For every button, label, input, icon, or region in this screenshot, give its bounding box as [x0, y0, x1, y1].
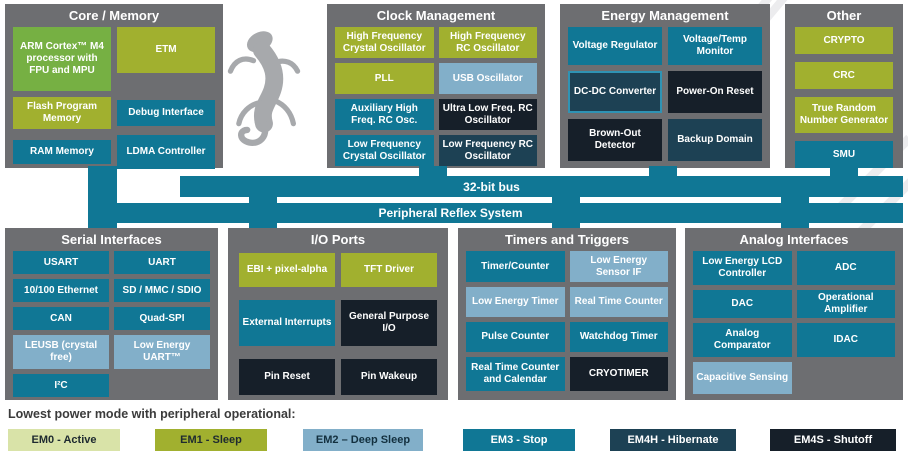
block-capacitive-sensing: Capacitive Sensing: [693, 362, 792, 394]
block-ultra-low-freq-rc-osc: Ultra Low Freq. RC Oscillator: [438, 99, 537, 130]
block-dac: DAC: [693, 290, 792, 318]
block-timer-counter: Timer/Counter: [466, 251, 565, 282]
legend-item-em0: EM0 - Active: [8, 429, 120, 451]
group-title-clock-management: Clock Management: [376, 8, 496, 23]
block-idac: IDAC: [796, 323, 895, 357]
block-ldma-controller: LDMA Controller: [117, 135, 215, 169]
block-gpio: General Purpose I/O: [341, 300, 437, 346]
block-crypto: CRYPTO: [795, 27, 893, 54]
group-title-analog-interfaces: Analog Interfaces: [739, 232, 849, 247]
block-trng: True Random Number Generator: [795, 97, 893, 133]
group-title-energy-management: Energy Management: [601, 8, 729, 23]
block-debug-interface: Debug Interface: [117, 100, 215, 126]
block-low-energy-timer: Low Energy Timer: [466, 287, 565, 317]
block-i2c: I²C: [13, 374, 109, 397]
group-io-ports: I/O Ports EBI + pixel-alpha TFT Driver E…: [228, 228, 448, 400]
bus-peripheral-reflex-system: Peripheral Reflex System: [88, 203, 903, 223]
block-pin-reset: Pin Reset: [239, 359, 335, 395]
block-ram-memory: RAM Memory: [13, 140, 111, 164]
block-pll: PLL: [335, 63, 434, 94]
block-pulse-counter: Pulse Counter: [466, 322, 565, 352]
block-hf-crystal-osc: High Frequency Crystal Oscillator: [335, 27, 434, 58]
block-pin-wakeup: Pin Wakeup: [341, 359, 437, 395]
block-aux-hf-rc-osc: Auxiliary High Freq. RC Osc.: [335, 99, 434, 130]
legend-item-em2: EM2 – Deep Sleep: [303, 429, 423, 451]
serial-interfaces-grid: USART UART 10/100 Ethernet SD / MMC / SD…: [5, 251, 218, 397]
block-quad-spi: Quad-SPI: [114, 307, 210, 330]
watermark-stripe: [853, 161, 908, 239]
block-backup-domain: Backup Domain: [668, 119, 762, 161]
block-hf-rc-osc: High Frequency RC Oscillator: [438, 27, 537, 58]
block-uart: UART: [114, 251, 210, 274]
bus-connector-clock: [419, 166, 447, 178]
legend-title: Lowest power mode with peripheral operat…: [8, 407, 296, 421]
energy-management-grid: Voltage Regulator Voltage/Temp Monitor D…: [560, 27, 770, 161]
legend-item-em3: EM3 - Stop: [463, 429, 575, 451]
group-title-other: Other: [826, 8, 862, 23]
block-opamp: Operational Amplifier: [796, 290, 895, 318]
block-brown-out-detector: Brown-Out Detector: [568, 119, 662, 161]
block-ebi-pixel-alpha: EBI + pixel-alpha: [239, 253, 335, 287]
block-power-on-reset: Power-On Reset: [668, 71, 762, 113]
block-rtc-calendar: Real Time Counter and Calendar: [466, 357, 565, 391]
clock-management-grid: High Frequency Crystal Oscillator High F…: [327, 27, 545, 166]
group-title-core-memory: Core / Memory: [68, 8, 160, 23]
block-low-energy-uart: Low Energy UART™: [114, 335, 210, 369]
block-smu: SMU: [795, 141, 893, 168]
block-ethernet: 10/100 Ethernet: [13, 279, 109, 302]
group-serial-interfaces: Serial Interfaces USART UART 10/100 Ethe…: [5, 228, 218, 400]
group-timers-triggers: Timers and Triggers Timer/Counter Low En…: [458, 228, 676, 400]
block-arm-cortex-m4: ARM Cortex™ M4 processor with FPU and MP…: [13, 27, 111, 91]
gecko-icon: [227, 31, 301, 146]
group-other: Other CRYPTO CRC True Random Number Gene…: [785, 4, 903, 168]
block-voltage-temp-monitor: Voltage/Temp Monitor: [668, 27, 762, 65]
block-sd-mmc-sdio: SD / MMC / SDIO: [114, 279, 210, 302]
group-energy-management: Energy Management Voltage Regulator Volt…: [560, 4, 770, 168]
legend-item-em4h: EM4H - Hibernate: [610, 429, 736, 451]
block-usb-osc: USB Oscillator: [438, 63, 537, 94]
block-lf-crystal-osc: Low Frequency Crystal Oscillator: [335, 135, 434, 166]
block-le-lcd-controller: Low Energy LCD Controller: [693, 251, 792, 285]
block-real-time-counter: Real Time Counter: [569, 287, 668, 317]
block-can: CAN: [13, 307, 109, 330]
block-leusb: LEUSB (crystal free): [13, 335, 109, 369]
core-memory-grid: ARM Cortex™ M4 processor with FPU and MP…: [5, 27, 223, 169]
block-flash-memory: Flash Program Memory: [13, 97, 111, 129]
timers-triggers-grid: Timer/Counter Low Energy Sensor IF Low E…: [458, 251, 676, 391]
block-dcdc-converter: DC-DC Converter: [568, 71, 662, 113]
bus-32bit: 32-bit bus: [180, 176, 903, 197]
block-adc: ADC: [796, 251, 895, 285]
block-analog-comparator: Analog Comparator: [693, 323, 792, 357]
group-title-timers-triggers: Timers and Triggers: [504, 232, 630, 247]
block-watchdog-timer: Watchdog Timer: [569, 322, 668, 352]
analog-interfaces-grid: Low Energy LCD Controller ADC DAC Operat…: [685, 251, 903, 394]
block-usart: USART: [13, 251, 109, 274]
block-tft-driver: TFT Driver: [341, 253, 437, 287]
bus-connector-energy: [649, 166, 677, 178]
group-title-io-ports: I/O Ports: [310, 232, 366, 247]
block-crc: CRC: [795, 62, 893, 89]
bus-connector-other: [830, 166, 858, 178]
block-etm: ETM: [117, 27, 215, 73]
io-ports-grid: EBI + pixel-alpha TFT Driver External In…: [228, 251, 448, 395]
block-voltage-regulator: Voltage Regulator: [568, 27, 662, 65]
other-grid: CRYPTO CRC True Random Number Generator …: [785, 27, 903, 168]
group-core-memory: Core / Memory ARM Cortex™ M4 processor w…: [5, 4, 223, 169]
group-clock-management: Clock Management High Frequency Crystal …: [327, 4, 545, 168]
legend-item-em1: EM1 - Sleep: [155, 429, 267, 451]
group-analog-interfaces: Analog Interfaces Low Energy LCD Control…: [685, 228, 903, 400]
group-title-serial-interfaces: Serial Interfaces: [61, 232, 162, 247]
block-external-interrupts: External Interrupts: [239, 300, 335, 346]
legend-item-em4s: EM4S - Shutoff: [770, 429, 896, 451]
block-cryotimer: CRYOTIMER: [569, 357, 668, 391]
block-lf-rc-osc: Low Frequency RC Oscillator: [438, 135, 537, 166]
block-low-energy-sensor-if: Low Energy Sensor IF: [569, 251, 668, 282]
